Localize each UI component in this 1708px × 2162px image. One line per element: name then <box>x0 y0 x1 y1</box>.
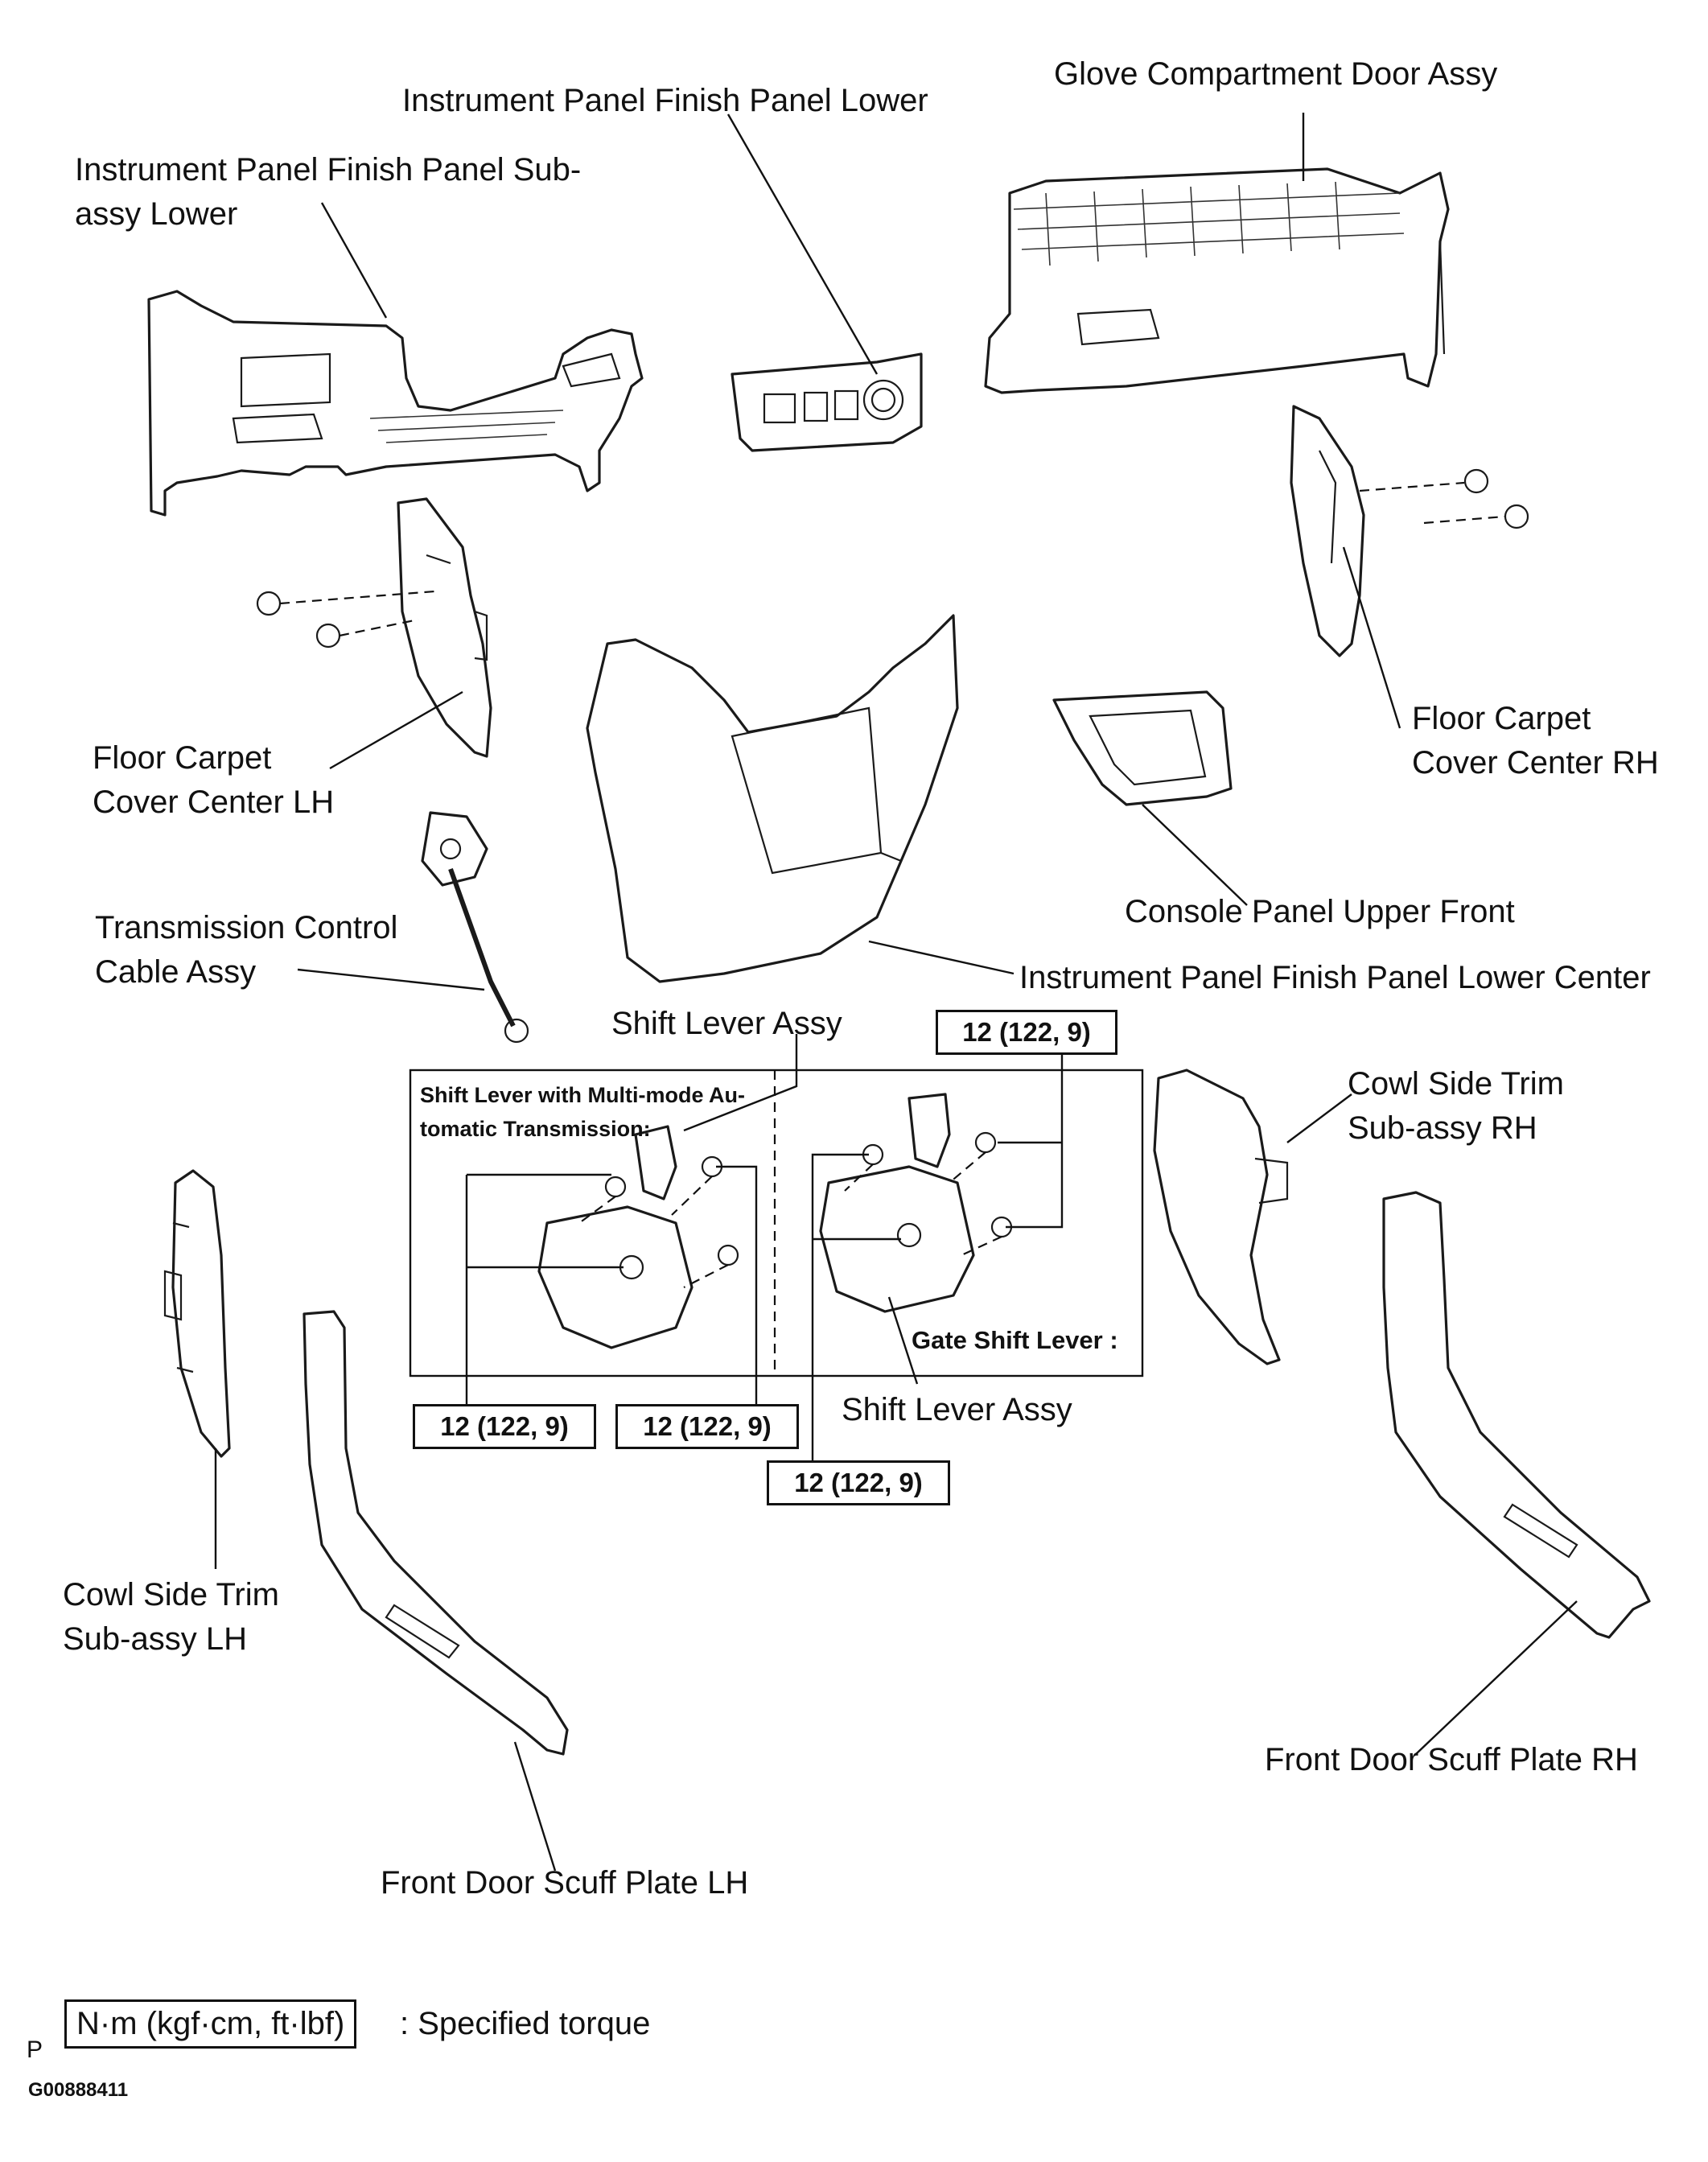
label-ip-finish-lower-center: Instrument Panel Finish Panel Lower Cent… <box>1019 960 1651 995</box>
ip-finish-panel-lower-part <box>731 352 923 452</box>
label-ip-finish-sub-lower: Instrument Panel Finish Panel Sub- assy … <box>75 152 582 232</box>
floor-carpet-cover-rh-part <box>1290 405 1365 657</box>
torque-box-top-right: 12 (122, 9) <box>936 1010 1117 1055</box>
label-ip-finish-lower: Instrument Panel Finish Panel Lower <box>402 83 928 118</box>
subview-multimode-title: Shift Lever with Multi-mode Au- tomatic … <box>420 1083 745 1141</box>
subview-gate-title: Gate Shift Lever : <box>912 1326 1118 1354</box>
label-glove-compartment: Glove Compartment Door Assy <box>1054 56 1498 92</box>
ip-finish-panel-sub-assy-lower-part <box>147 290 644 517</box>
footer-marker: P <box>27 2036 43 2063</box>
glove-compartment-door-part <box>984 167 1450 394</box>
torque-box-bottom-lower: 12 (122, 9) <box>767 1460 950 1505</box>
figure-code: G00888411 <box>28 2079 129 2101</box>
label-console-panel: Console Panel Upper Front <box>1125 894 1515 929</box>
cowl-side-trim-lh-part <box>163 1169 231 1458</box>
label-transmission-cable: Transmission Control Cable Assy <box>95 910 398 990</box>
torque-box-bottom-middle: 12 (122, 9) <box>615 1404 799 1449</box>
label-scuff-lh: Front Door Scuff Plate LH <box>381 1865 749 1901</box>
label-cowl-lh: Cowl Side Trim Sub-assy LH <box>63 1577 279 1657</box>
transmission-control-cable-part <box>421 811 529 1044</box>
console-panel-upper-front-part <box>1052 690 1233 806</box>
legend-description: : Specified torque <box>400 2006 651 2041</box>
front-door-scuff-plate-rh-part <box>1382 1191 1651 1639</box>
torque-box-bottom-left: 12 (122, 9) <box>413 1404 596 1449</box>
label-floor-carpet-lh: Floor Carpet Cover Center LH <box>93 740 335 820</box>
clips-lh <box>256 590 435 649</box>
cowl-side-trim-rh-part <box>1153 1069 1289 1365</box>
legend-unit-box: N·m (kgf·cm, ft·lbf) <box>64 1999 357 2049</box>
label-floor-carpet-rh: Floor Carpet Cover Center RH <box>1412 701 1659 780</box>
floor-carpet-cover-lh-part <box>397 497 492 758</box>
clips-rh <box>1359 468 1529 529</box>
label-cowl-rh: Cowl Side Trim Sub-assy RH <box>1348 1066 1564 1146</box>
label-shift-lever-top: Shift Lever Assy <box>611 1006 842 1041</box>
leader-lines <box>214 113 1578 1872</box>
front-door-scuff-plate-lh-part <box>303 1310 569 1756</box>
label-scuff-rh: Front Door Scuff Plate RH <box>1265 1742 1638 1777</box>
label-shift-lever-bottom: Shift Lever Assy <box>842 1392 1072 1427</box>
ip-finish-panel-lower-center-part <box>586 614 959 983</box>
